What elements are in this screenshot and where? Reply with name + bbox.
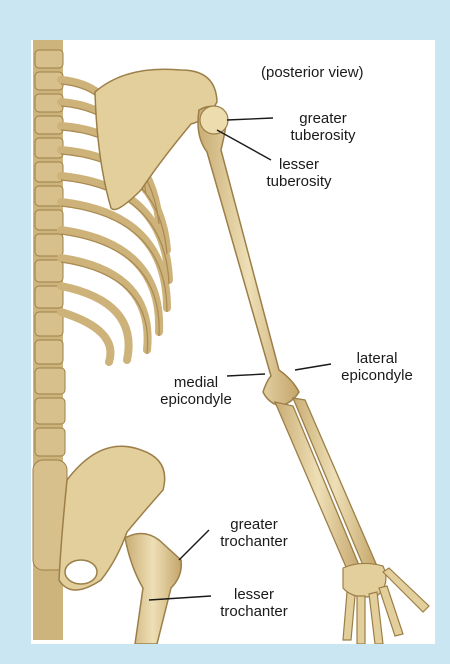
femur (125, 533, 181, 644)
diagram-panel: (posterior view) greater tuberosity less… (31, 40, 435, 644)
label-lateral-epicondyle: lateral epicondyle (327, 350, 427, 384)
hand (343, 563, 429, 644)
humerus (198, 106, 299, 406)
label-medial-epicondyle: medial epicondyle (146, 374, 246, 408)
skeleton-illustration (31, 40, 435, 644)
label-greater-tuberosity: greater tuberosity (273, 110, 373, 144)
label-greater-trochanter: greater trochanter (199, 516, 309, 550)
view-note: (posterior view) (261, 64, 364, 81)
label-lesser-tuberosity: lesser tuberosity (249, 156, 349, 190)
label-lesser-trochanter: lesser trochanter (199, 586, 309, 620)
